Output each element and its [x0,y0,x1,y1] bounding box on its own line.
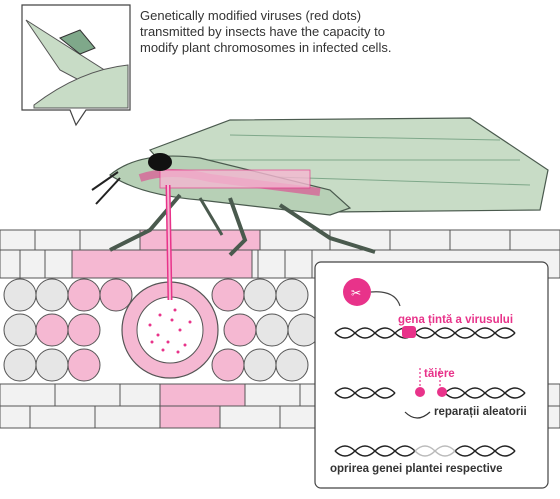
dna-strand-2 [334,387,526,399]
leafhopper-insect [91,117,549,301]
label-target-gene: gena țintă a virusului [398,314,514,326]
label-silencing: oprirea genei plantei respective [330,463,503,475]
label-repair: reparații aleatorii [434,406,527,418]
mechanism-panel: ✂ [314,261,549,489]
inset-leaf-callout [21,4,131,127]
caption: Genetically modified viruses (red dots) … [140,8,392,55]
virus-icon [343,278,371,306]
svg-text:✂: ✂ [351,286,361,300]
dna-strand-3 [334,445,516,457]
dna-strand-1 [334,327,516,339]
label-cut: tăiere [424,368,455,380]
